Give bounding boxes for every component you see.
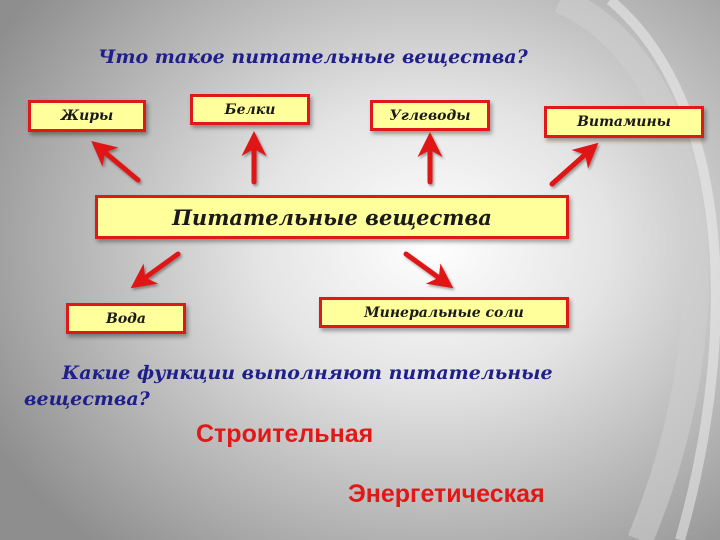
box-water: Вода [66, 303, 186, 334]
box-nutrients-central: Питательные вещества [95, 195, 569, 239]
arrow-to-mineral-salts [403, 251, 454, 289]
box-proteins: Белки [190, 94, 310, 125]
box-vitamins: Витамины [544, 106, 704, 138]
question-functions: Какие функции выполняют питательные веще… [24, 362, 553, 410]
function-energy: Энергетическая [348, 480, 545, 508]
box-carbohydrates: Углеводы [370, 100, 490, 131]
box-fats: Жиры [28, 100, 146, 132]
box-mineral-salts: Минеральные соли [319, 297, 569, 328]
arrow-to-vitamins [549, 142, 599, 187]
function-building: Строительная [196, 420, 374, 448]
arrow-to-water [130, 251, 181, 289]
question-what-are-nutrients: Что такое питательные вещества? [98, 46, 528, 68]
arrow-to-fats [91, 141, 141, 183]
